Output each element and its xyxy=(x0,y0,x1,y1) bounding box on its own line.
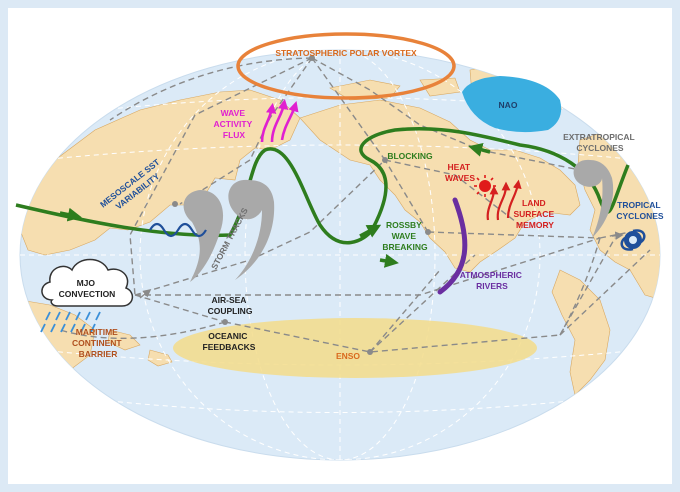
wave-activity-arrows xyxy=(260,98,299,143)
landmass-south-america xyxy=(551,269,611,396)
label-wave-activity: WAVE ACTIVITY FLUX xyxy=(214,108,255,140)
link-arrows xyxy=(139,231,624,299)
label-rossby: ROSSBY WAVE BREAKING xyxy=(382,220,428,252)
jet-stream xyxy=(15,126,630,245)
label-oceanic: OCEANIC FEEDBACKS xyxy=(203,331,256,352)
land-memory-arrows xyxy=(486,179,522,221)
enso-region xyxy=(173,318,537,378)
jet-arrow-1 xyxy=(59,207,82,222)
label-atmospheric-rivers: ATMOSPHERIC RIVERS xyxy=(460,270,525,291)
sst-wave-icon xyxy=(149,222,207,238)
label-extratropical: EXTRATROPICAL CYCLONES xyxy=(563,132,637,153)
rain-icon xyxy=(40,311,101,333)
landmass-islands xyxy=(107,329,141,351)
extratropical-cyclone-icon xyxy=(573,159,614,238)
jet-arrow-2 xyxy=(359,224,382,238)
polar-vortex-ring xyxy=(236,32,456,100)
storm-cloud-left xyxy=(183,190,224,282)
heat-wave-sun-icon xyxy=(474,175,496,197)
jet-arrow-4 xyxy=(379,253,399,268)
link-nodes xyxy=(172,55,431,355)
tropical-cyclone-icon xyxy=(620,229,646,251)
atmospheric-river xyxy=(437,197,468,295)
nao-region xyxy=(462,76,562,133)
mjo-cloud-icon xyxy=(41,258,134,307)
label-nao: NAO xyxy=(499,100,518,110)
label-land-surface: LAND SURFACE MEMORY xyxy=(514,198,557,230)
landmass-north-america xyxy=(299,99,581,273)
label-air-sea: AIR-SEA COUPLING xyxy=(208,295,253,316)
label-heat-waves: HEAT WAVES xyxy=(445,162,475,183)
landmass-eurasia xyxy=(20,89,301,256)
label-enso: ENSO xyxy=(336,351,360,361)
label-polar-vortex: STRATOSPHERIC POLAR VORTEX xyxy=(275,48,417,58)
label-maritime: MARITIME CONTINENT BARRIER xyxy=(72,327,124,359)
jet-arrow-3 xyxy=(468,143,491,157)
label-tropical: TROPICAL CYCLONES xyxy=(616,200,664,221)
label-mjo: MJO CONVECTION xyxy=(59,278,116,299)
storm-cloud-right xyxy=(228,179,275,280)
label-blocking: BLOCKING xyxy=(387,151,433,161)
